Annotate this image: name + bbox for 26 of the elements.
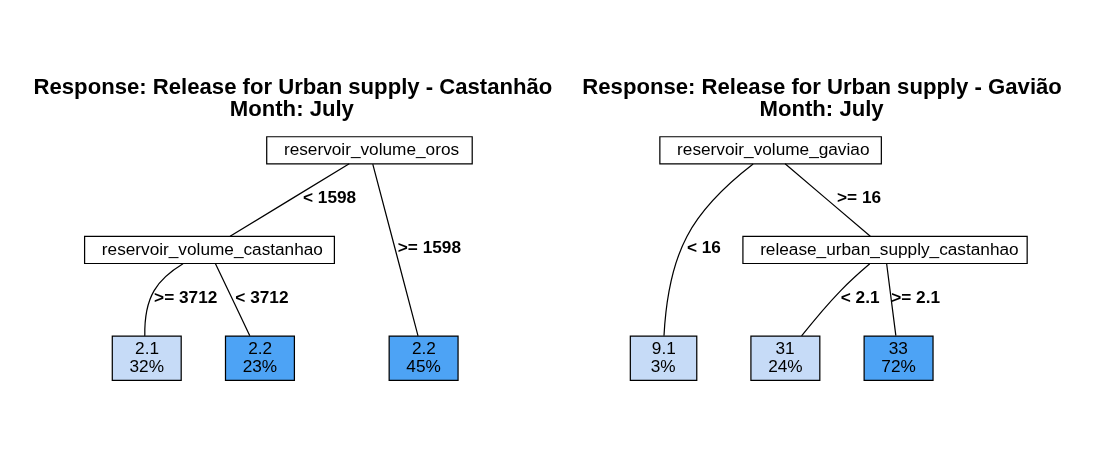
edge-label: >= 1598: [397, 236, 461, 257]
node-box: reservoir_volume_castanhao: [84, 235, 335, 264]
node-box: 9.1 3%: [629, 334, 698, 381]
edge-label: < 2.1: [840, 286, 880, 307]
connector: [784, 162, 871, 237]
connector: [372, 162, 419, 336]
edge-label: >= 16: [837, 186, 882, 207]
node-box: reservoir_volume_oros: [266, 135, 473, 164]
edge-label: < 16: [686, 236, 721, 257]
edge-label: >= 2.1: [891, 286, 941, 307]
connector: [214, 262, 251, 336]
edge-label: < 1598: [303, 186, 357, 207]
connector: [886, 262, 897, 336]
edge-label: < 3712: [235, 286, 289, 307]
connector: [229, 162, 350, 237]
connector: [800, 262, 871, 337]
edge-label: >= 3712: [154, 286, 218, 307]
node-box: 2.2 45%: [388, 334, 459, 381]
node-box: release_urban_supply_castanhao: [742, 235, 1028, 264]
node-box: 31 24%: [750, 334, 821, 381]
connector: [663, 162, 754, 336]
connector: [144, 262, 184, 336]
node-box: 2.1 32%: [111, 334, 182, 381]
node-box: 2.2 23%: [224, 334, 295, 381]
node-box: reservoir_volume_gaviao: [659, 135, 882, 164]
node-box: 33 72%: [863, 334, 934, 381]
